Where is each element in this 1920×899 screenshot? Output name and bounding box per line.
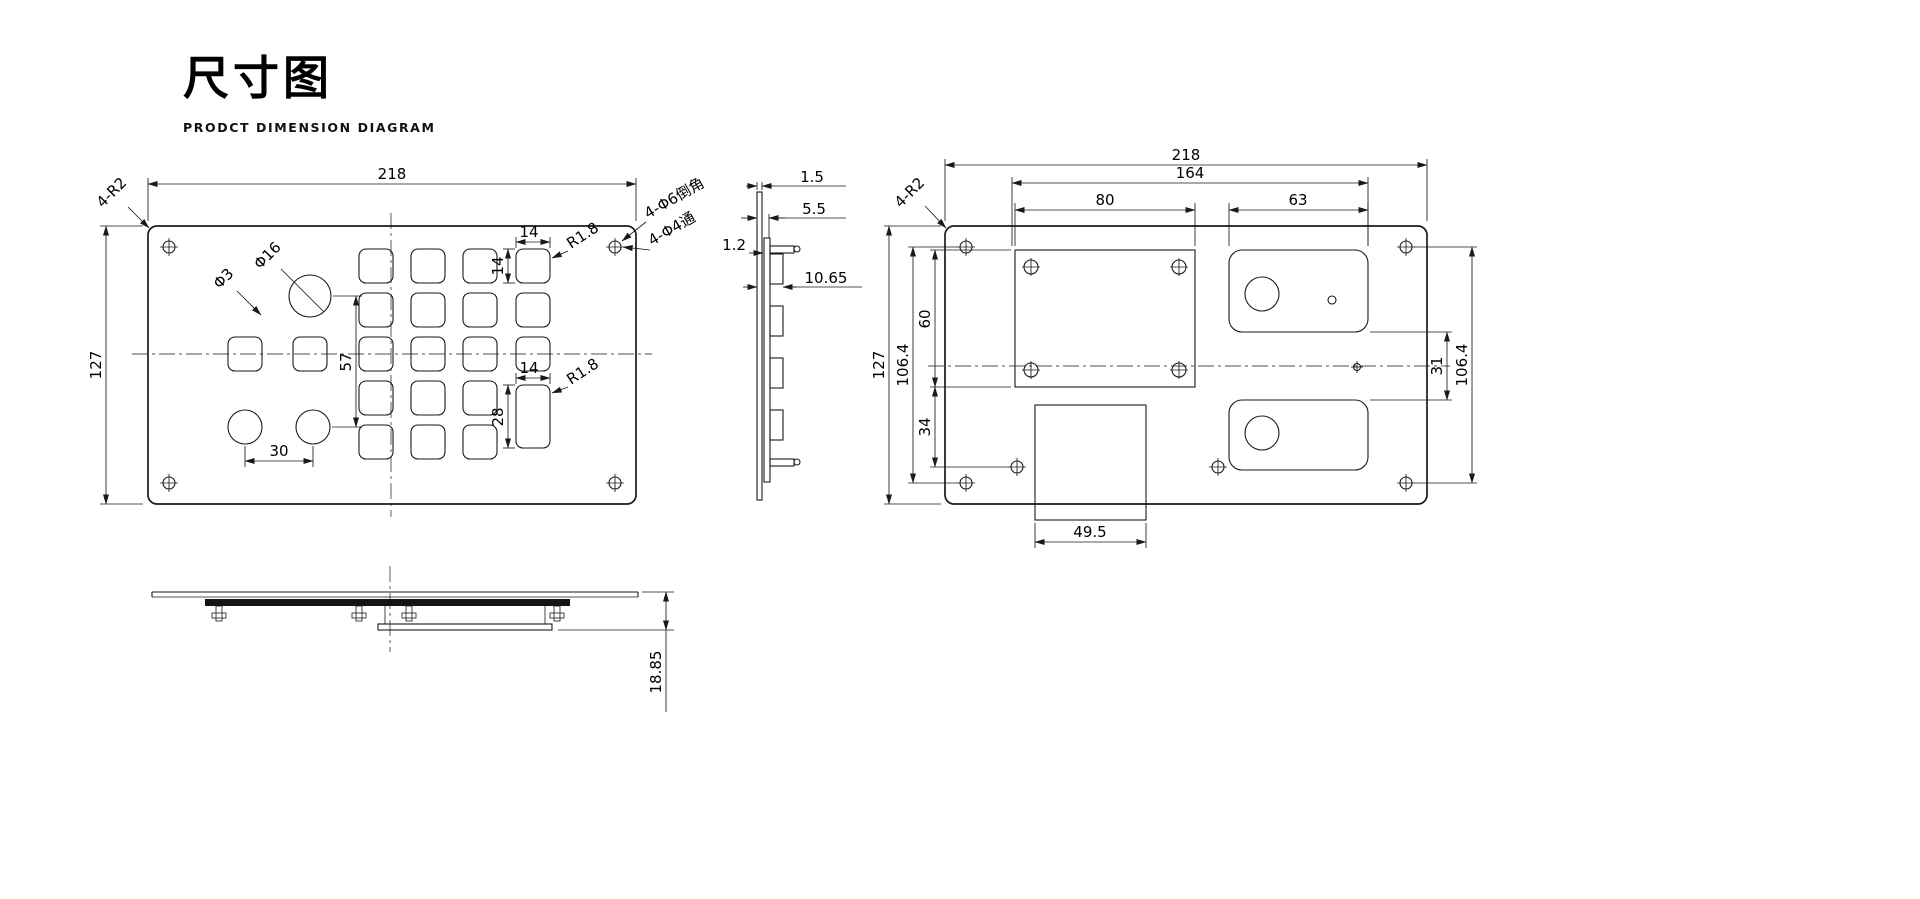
dim-key-height-bottom: 28: [489, 407, 507, 426]
side-screw: [793, 458, 801, 466]
keypad-key: [358, 248, 394, 284]
back-dimensions: 218 164 80 63 4-R2 127: [870, 146, 1477, 548]
keypad-key: [358, 292, 394, 328]
corner-hole: [956, 237, 976, 257]
back-panel-outline: [944, 225, 1428, 505]
side-key-section: [769, 305, 784, 337]
dim-key-height-top: 14: [489, 256, 507, 275]
keypad-grid: [227, 248, 551, 460]
corner-hole: [605, 473, 625, 493]
bottom-dimensions: 18.85: [558, 591, 674, 712]
title-block: 尺寸图 PRODCT DIMENSION DIAGRAM: [183, 42, 436, 135]
side-view: 1.5 5.5 1.2 10.65: [722, 168, 862, 501]
dim-front-width: 218: [378, 165, 407, 183]
keypad-key: [515, 292, 551, 328]
dim-circle-pitch: 30: [269, 442, 288, 460]
keypad-key: [515, 248, 551, 284]
note-key-radius-bottom: R1.8: [563, 355, 602, 389]
note-front-corner: 4-R2: [93, 174, 130, 211]
corner-hole: [159, 237, 179, 257]
dim-back-width: 218: [1172, 146, 1201, 164]
back-screw-hole: [1208, 457, 1228, 477]
round-button: [295, 409, 331, 445]
mounting-plate: [1014, 249, 1196, 388]
side-dimensions: 1.5 5.5 1.2 10.65: [722, 168, 862, 291]
side-frame-section: [763, 237, 771, 483]
corner-hole: [1396, 473, 1416, 493]
keypad-key: [358, 380, 394, 416]
note-hole-small: Φ3: [210, 265, 238, 293]
corner-hole: [956, 473, 976, 493]
side-flange-bottom: [769, 458, 795, 467]
front-view: 218 127 4-R2 Φ3 Φ16 57 30: [87, 165, 707, 517]
page-subtitle: PRODCT DIMENSION DIAGRAM: [183, 120, 436, 135]
dim-front-height: 127: [87, 351, 105, 380]
plate-screw: [1169, 360, 1189, 380]
dim-hole-span-left: 106.4: [894, 344, 912, 387]
dim-key-width-bottom: 14: [519, 359, 538, 377]
keypad-key: [358, 424, 394, 460]
dim-panel-thickness: 1.5: [800, 168, 824, 186]
dim-pcb-thickness: 1.2: [722, 236, 746, 254]
side-screw: [793, 245, 801, 253]
dim-gap: 31: [1428, 356, 1446, 375]
note-back-corner: 4-R2: [891, 174, 928, 211]
note-chamfer: 4-Φ6倒角: [641, 174, 707, 223]
keypad-key: [410, 380, 446, 416]
front-dimensions: 218 127 4-R2 Φ3 Φ16 57 30: [87, 165, 707, 505]
front-panel-outline: [147, 225, 637, 505]
back-hole-small: [1327, 295, 1337, 305]
bottom-standoffs: [211, 605, 565, 622]
dim-total-depth: 10.65: [805, 269, 848, 287]
keypad-key: [410, 292, 446, 328]
page-title: 尺寸图: [183, 51, 333, 105]
keypad-key: [410, 424, 446, 460]
right-bottom-plate: [1228, 399, 1369, 471]
connector-notch: [1034, 404, 1147, 521]
dim-back-height: 127: [870, 351, 888, 380]
dim-offset: 34: [916, 417, 934, 436]
right-top-plate: [1228, 249, 1369, 333]
dim-cut-width: 63: [1288, 191, 1307, 209]
keypad-key: [462, 292, 498, 328]
corner-hole: [159, 473, 179, 493]
back-screw-small: [1350, 360, 1364, 374]
plate-screw: [1169, 257, 1189, 277]
dim-back-inner-width: 164: [1176, 164, 1205, 182]
keypad-key: [410, 248, 446, 284]
side-key-section: [769, 409, 784, 441]
dim-plate-height: 60: [916, 309, 934, 328]
corner-hole: [605, 237, 625, 257]
dim-plate-width: 80: [1095, 191, 1114, 209]
hole-phi16: [288, 274, 332, 318]
round-button: [227, 409, 263, 445]
note-key-radius-top: R1.8: [563, 219, 602, 253]
bottom-pcb-band: [205, 599, 570, 606]
back-view: 218 164 80 63 4-R2 127: [870, 146, 1477, 548]
plate-screw: [1021, 257, 1041, 277]
plate-screw: [1021, 360, 1041, 380]
dim-total-height: 18.85: [647, 651, 665, 694]
side-key-section: [769, 253, 784, 285]
dim-frame-depth: 5.5: [802, 200, 826, 218]
bottom-bracket: [377, 606, 553, 631]
dim-notch-width: 49.5: [1073, 523, 1106, 541]
dim-key-span: 57: [337, 352, 355, 371]
keypad-key-tall: [515, 384, 551, 449]
side-key-section: [769, 357, 784, 389]
keypad-key: [462, 424, 498, 460]
bottom-view: 18.85: [151, 566, 674, 712]
note-hole-big: Φ16: [250, 238, 285, 273]
back-screw-hole: [1007, 457, 1027, 477]
side-flange-top: [769, 245, 795, 254]
back-hole: [1244, 415, 1280, 451]
side-panel-section: [756, 191, 763, 501]
dim-key-width-top: 14: [519, 223, 538, 241]
corner-hole: [1396, 237, 1416, 257]
back-hole: [1244, 276, 1280, 312]
dim-hole-span-right: 106.4: [1453, 344, 1471, 387]
